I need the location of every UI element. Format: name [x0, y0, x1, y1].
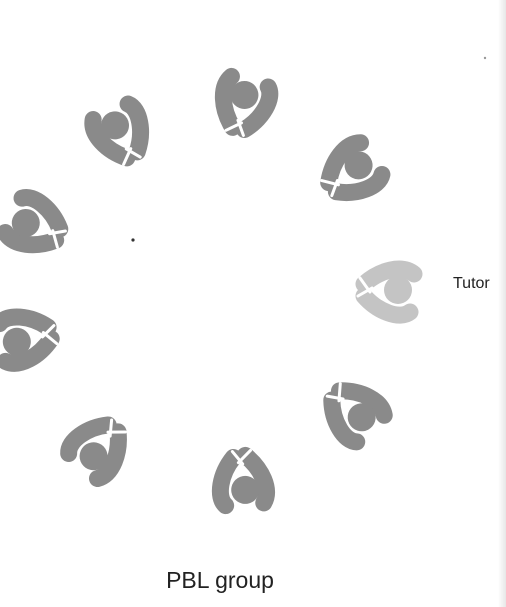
tutor-label: Tutor — [453, 275, 490, 293]
seats-group — [0, 76, 414, 510]
student-seat — [64, 409, 134, 481]
page-edge — [498, 0, 506, 607]
student-seat — [314, 139, 387, 210]
head-icon — [384, 276, 412, 304]
diagram-caption: PBL group — [0, 567, 440, 594]
student-seat — [214, 447, 269, 510]
tutor-seat — [358, 269, 414, 315]
student-seat — [315, 375, 388, 446]
student-seat — [217, 76, 272, 139]
student-seat — [4, 194, 72, 256]
ink-speck — [484, 57, 486, 59]
ink-speck — [131, 238, 134, 241]
student-seat — [89, 99, 157, 171]
student-seat — [0, 307, 61, 366]
